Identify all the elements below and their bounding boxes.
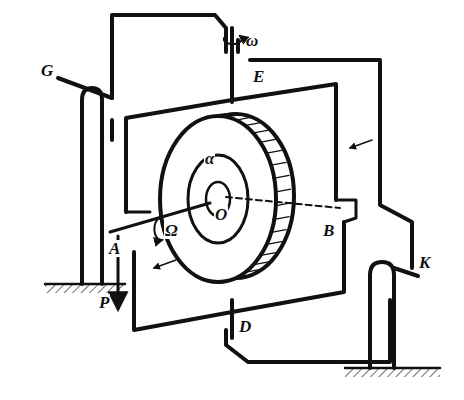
part-label: ω	[245, 32, 259, 49]
ground	[45, 284, 440, 377]
bearing-pedestal	[82, 88, 394, 368]
part-label: A	[108, 240, 121, 257]
knurl-stroke	[270, 230, 286, 233]
part-label: α	[204, 150, 215, 167]
knurl-stroke	[245, 269, 261, 272]
outer-frame	[58, 15, 418, 362]
knurl-stroke	[273, 175, 289, 178]
knurl-stroke	[253, 262, 269, 265]
knurl-stroke	[273, 217, 289, 220]
knurl-stroke	[275, 189, 291, 192]
knurl-stroke	[253, 130, 269, 133]
part-label: Ω	[164, 222, 179, 239]
knurl-stroke	[245, 123, 261, 126]
knurl-stroke	[236, 117, 252, 120]
spin-axle	[110, 197, 340, 232]
part-label: D	[238, 318, 252, 335]
part-label: P	[98, 294, 110, 311]
rim-texture	[236, 117, 291, 278]
part-label: K	[418, 254, 431, 271]
knurl-stroke	[265, 150, 281, 153]
knurl-stroke	[265, 242, 281, 245]
knurl-stroke	[236, 275, 252, 278]
part-label: E	[252, 68, 265, 85]
rotation-arrow	[224, 36, 242, 44]
inner-frame	[126, 84, 356, 330]
knurl-stroke	[260, 253, 276, 256]
knurl-stroke	[270, 162, 286, 165]
part-label: O	[214, 206, 228, 223]
force-arrow	[154, 140, 372, 268]
part-label: G	[40, 62, 54, 79]
part-label: B	[322, 222, 335, 239]
knurl-stroke	[260, 139, 276, 142]
spin-arrow	[154, 218, 162, 240]
